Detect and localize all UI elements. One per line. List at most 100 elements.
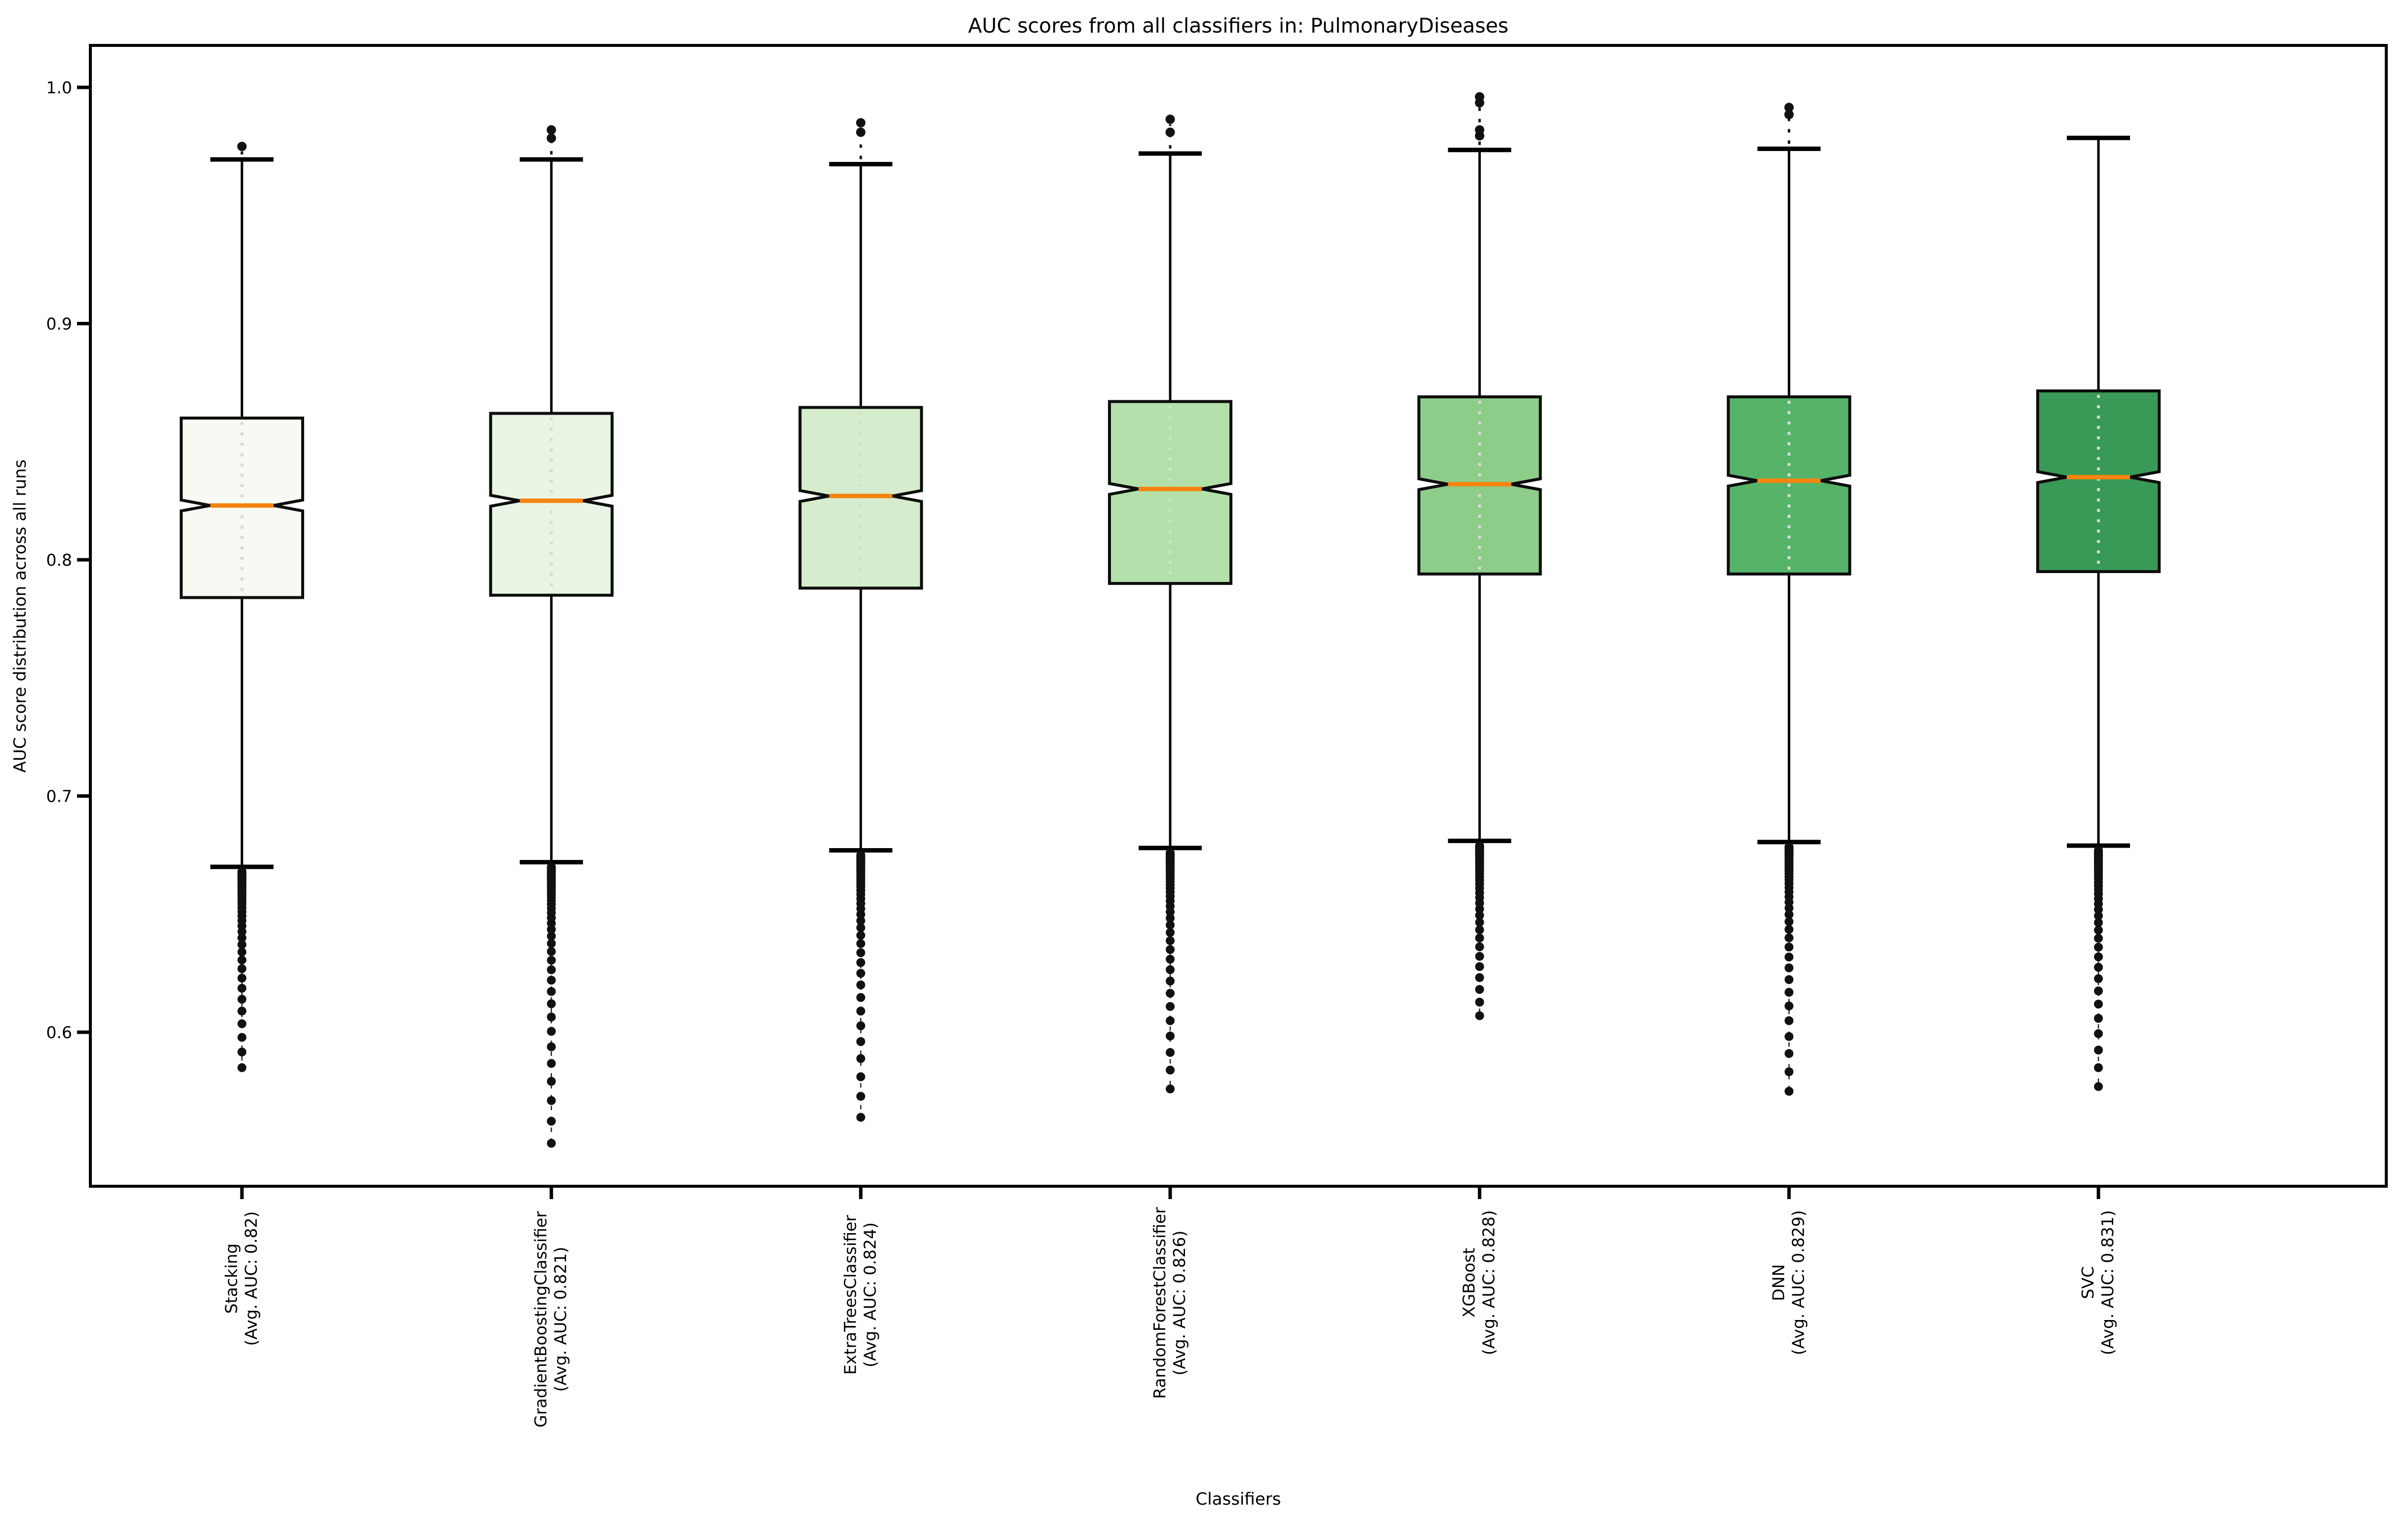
outlier-dot	[1784, 925, 1794, 934]
boxplot-Stacking	[180, 142, 304, 1072]
outlier-dot	[1166, 965, 1175, 974]
outlier-dot	[547, 1059, 556, 1068]
outlier-dot	[1166, 907, 1175, 917]
outlier-dot	[1166, 913, 1175, 923]
outlier-dot	[1475, 918, 1484, 927]
outlier-dot	[547, 1096, 556, 1105]
outlier-dot	[547, 975, 556, 985]
outlier-dot	[237, 964, 246, 973]
boxes	[180, 92, 2161, 1148]
outlier-dot	[237, 927, 246, 936]
outlier-dot	[237, 947, 246, 957]
outlier-dot	[1475, 1011, 1484, 1020]
outlier-dot	[856, 1007, 866, 1016]
outlier-dot	[1475, 942, 1484, 951]
outlier-dot	[547, 1077, 556, 1086]
outlier-dot	[1166, 1084, 1175, 1093]
outlier-dot	[547, 956, 556, 965]
outlier-dot	[856, 958, 866, 967]
outlier-dot	[1165, 115, 1175, 124]
outlier-dot	[547, 1027, 556, 1036]
outlier-dot	[1166, 976, 1175, 986]
outlier-dot	[237, 940, 246, 949]
x-tick-label-SVC: SVC(Avg. AUC: 0.831)	[2078, 1210, 2117, 1355]
boxplot-GradientBoostingClassifier	[489, 125, 614, 1148]
classifier-name: Stacking	[222, 1244, 241, 1314]
outlier-dot	[856, 1113, 866, 1122]
classifier-name: XGBoost	[1460, 1248, 1479, 1318]
outlier-dot	[237, 973, 246, 983]
boxplot-XGBoost	[1417, 92, 1542, 1020]
outlier-dot	[856, 1021, 866, 1030]
outlier-dot	[1165, 127, 1175, 137]
classifier-avg-auc: (Avg. AUC: 0.828)	[1479, 1210, 1499, 1355]
outlier-dot	[547, 1012, 556, 1022]
outlier-dot	[547, 925, 556, 934]
classifier-avg-auc: (Avg. AUC: 0.824)	[860, 1222, 879, 1367]
outlier-dot	[1475, 904, 1484, 914]
outlier-dot	[547, 987, 556, 996]
outlier-dot	[1475, 997, 1484, 1007]
outlier-dot	[856, 1037, 866, 1046]
outlier-dot	[237, 955, 246, 965]
boxplot-SVC	[2036, 135, 2161, 1091]
outlier-dot	[2094, 986, 2103, 996]
outlier-dot	[856, 910, 866, 919]
outlier-dot	[1166, 1031, 1175, 1041]
outlier-dot	[2094, 963, 2103, 972]
y-tick-label: 1.0	[46, 78, 72, 97]
y-axis-ticks: 1.00.90.80.70.6	[46, 78, 90, 1042]
outlier-dot	[2094, 911, 2103, 921]
outlier-dot	[2094, 918, 2103, 927]
classifier-name: GradientBoostingClassifier	[531, 1211, 551, 1428]
outlier-dot	[2094, 1029, 2103, 1038]
boxplot-DNN	[1727, 103, 1852, 1096]
plot-border	[89, 44, 2388, 1188]
outlier-dot	[1166, 928, 1175, 937]
outlier-dot	[1166, 1048, 1175, 1057]
outlier-dot	[856, 1054, 866, 1063]
outlier-dot	[2094, 1013, 2103, 1023]
outlier-dot	[1475, 985, 1484, 994]
outlier-dot	[1166, 989, 1175, 998]
y-tick-label: 0.6	[46, 1023, 72, 1042]
chart-title: AUC scores from all classifiers in: Pulm…	[968, 14, 1509, 38]
classifier-avg-auc: (Avg. AUC: 0.821)	[551, 1247, 570, 1392]
outlier-dot	[2094, 934, 2103, 943]
y-tick-label: 0.9	[46, 314, 72, 334]
outlier-dot	[237, 983, 246, 993]
boxplot-ExtraTreesClassifier	[798, 118, 923, 1122]
outlier-dot	[1166, 936, 1175, 945]
box	[2036, 389, 2161, 573]
outlier-dot	[1784, 988, 1794, 997]
x-axis-ticks: Stacking(Avg. AUC: 0.82)GradientBoosting…	[222, 1186, 2117, 1428]
outlier-dot	[1475, 925, 1484, 934]
outlier-dot	[2094, 905, 2103, 914]
outlier-dot	[1784, 975, 1794, 984]
classifier-name: DNN	[1769, 1264, 1788, 1301]
x-axis-label: Classifiers	[1196, 1489, 1281, 1509]
x-tick-label-ExtraTreesClassifier: ExtraTreesClassifier(Avg. AUC: 0.824)	[840, 1215, 879, 1375]
outlier-dot	[547, 919, 556, 928]
outlier-dot	[547, 1138, 556, 1148]
outlier-dot	[856, 948, 866, 957]
outlier-dot	[2094, 952, 2103, 962]
outlier-dot	[2094, 1046, 2103, 1055]
outlier-dot	[856, 916, 866, 926]
outlier-dot	[856, 118, 866, 128]
outlier-dot	[2094, 1063, 2103, 1072]
outlier-dot	[1784, 933, 1794, 942]
outlier-dot	[856, 980, 866, 990]
outlier-dot	[547, 939, 556, 948]
outlier-dot	[237, 1048, 246, 1057]
x-tick-label-DNN: DNN(Avg. AUC: 0.829)	[1769, 1210, 1808, 1355]
outlier-dot	[237, 1063, 246, 1072]
x-tick-label-XGBoost: XGBoost(Avg. AUC: 0.828)	[1460, 1210, 1499, 1355]
outlier-dot	[237, 1019, 246, 1028]
outlier-dot	[237, 1007, 246, 1016]
outlier-dot	[1166, 1016, 1175, 1025]
outlier-dot	[856, 1091, 866, 1101]
outlier-dot	[856, 127, 866, 137]
outlier-dot	[2094, 1082, 2103, 1091]
